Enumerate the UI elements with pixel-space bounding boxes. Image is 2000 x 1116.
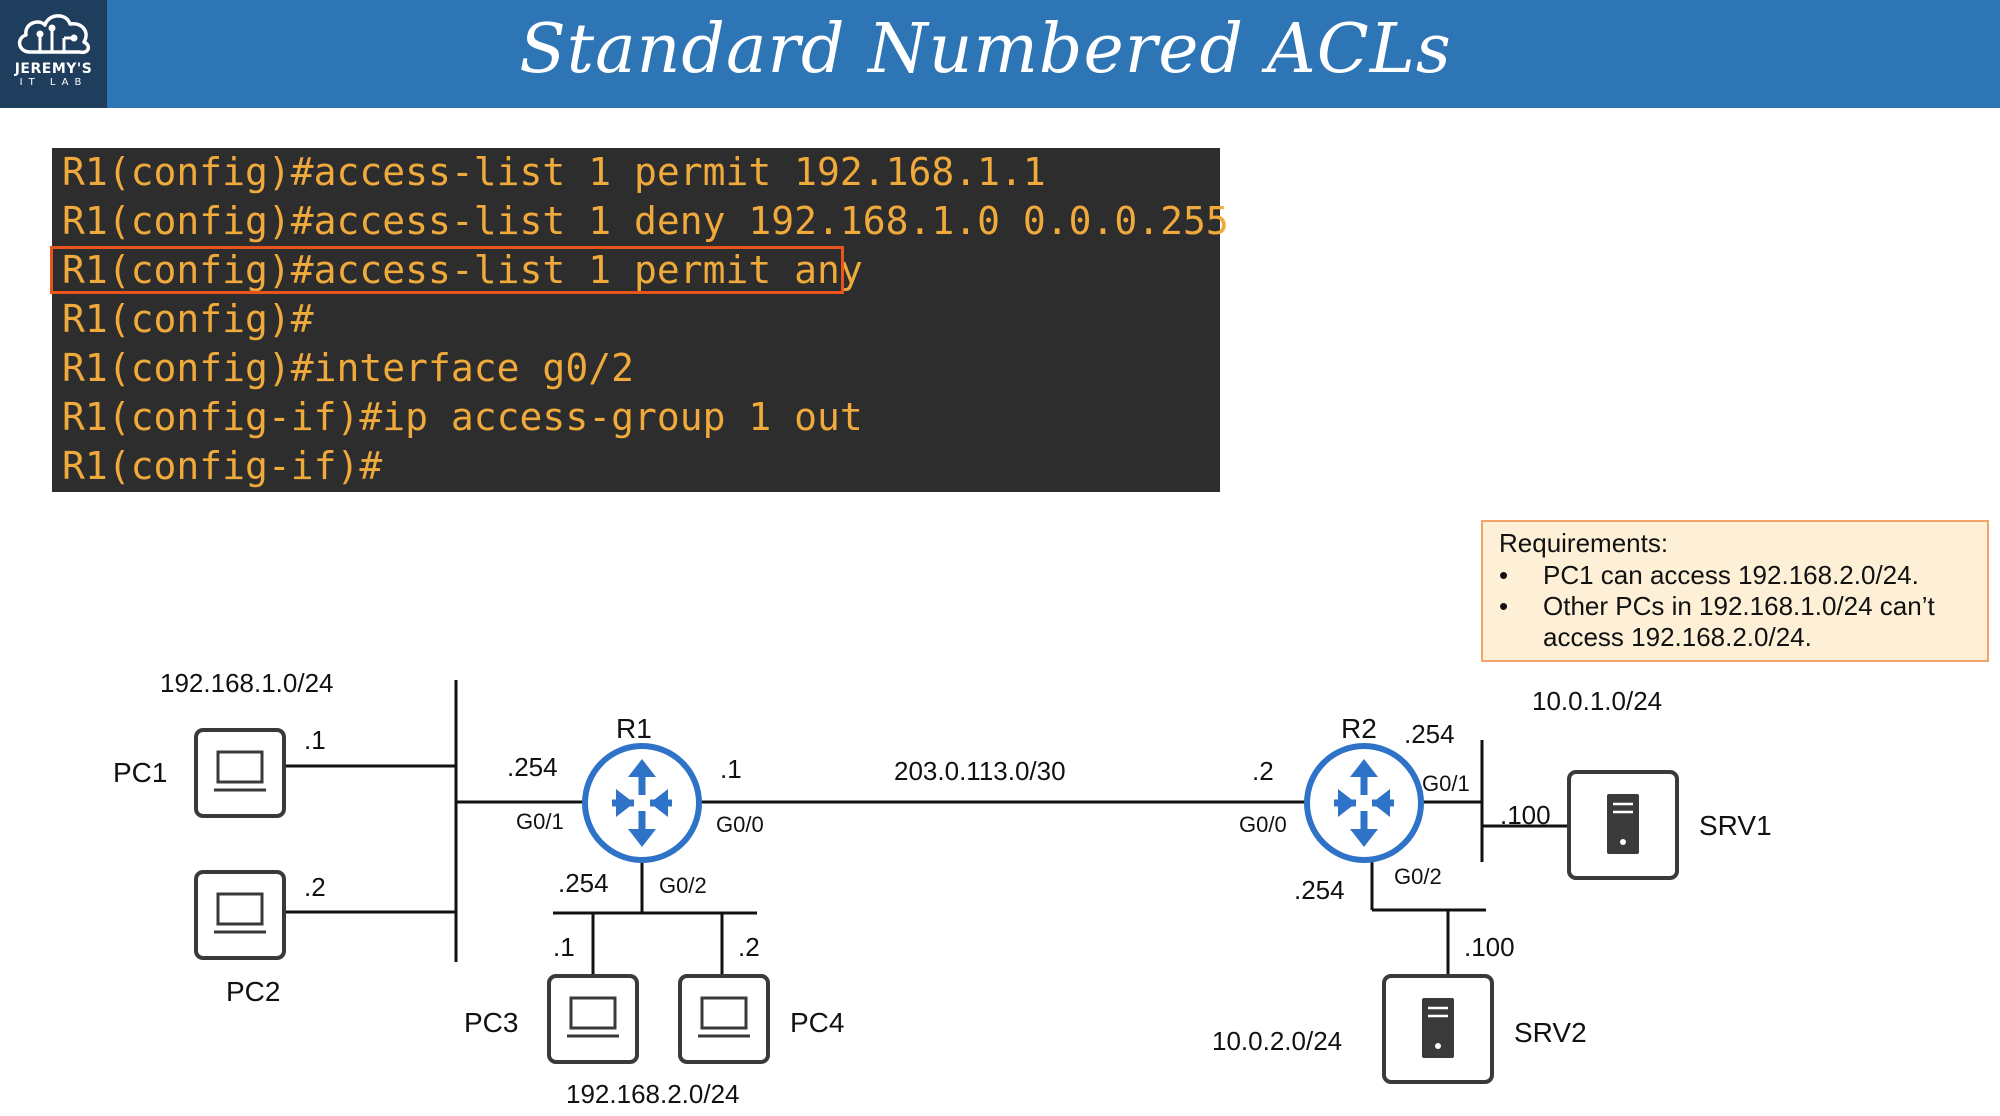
pc-monitor-icon: [194, 870, 286, 960]
requirements-title: Requirements:: [1499, 528, 1669, 558]
pc-monitor-icon: [678, 974, 770, 1064]
pc2-ip-label: .2: [304, 872, 326, 902]
cli-terminal: R1(config)#access-list 1 permit 192.168.…: [52, 148, 1229, 492]
cli-highlight-box: [50, 246, 844, 294]
cli-line: R1(config-if)#: [62, 444, 383, 488]
r1-g00-label: G0/0: [716, 812, 764, 837]
page-title: Standard Numbered ACLs: [519, 10, 1452, 89]
r1-g02-ip: .254: [558, 868, 609, 898]
pc2-label: PC2: [226, 976, 280, 1007]
srv2-network-label: 10.0.2.0/24: [1212, 1026, 1342, 1056]
r1-g02-label: G0/2: [659, 873, 707, 898]
pc3-ip-label: .1: [553, 932, 575, 962]
wan-network-label: 203.0.113.0/30: [894, 756, 1066, 786]
router-icon: [585, 746, 699, 860]
r2-g00-ip: .2: [1252, 756, 1274, 786]
cli-line: R1(config)#interface g0/2: [62, 346, 634, 390]
r2-g00-label: G0/0: [1239, 812, 1287, 837]
r1-g01-ip: .254: [507, 752, 558, 782]
srv2-label: SRV2: [1514, 1017, 1587, 1048]
cli-line: R1(config)#access-list 1 permit 192.168.…: [62, 150, 1046, 194]
cli-line: R1(config)#access-list 1 deny 192.168.1.…: [62, 199, 1229, 243]
bullet: •: [1499, 591, 1509, 621]
pc1-ip-label: .1: [304, 725, 326, 755]
r1-g01-label: G0/1: [516, 809, 564, 834]
title-bar: JEREMY'S IT LAB Standard Numbered ACLs: [0, 0, 2000, 108]
cli-line: R1(config-if)#ip access-group 1 out: [62, 395, 863, 439]
requirement-text: PC1 can access 192.168.2.0/24.: [1543, 560, 1919, 590]
pc3-label: PC3: [464, 1007, 518, 1038]
lan1-network-label: 192.168.1.0/24: [160, 668, 334, 698]
server-tower-icon: [1382, 974, 1494, 1084]
requirements-box: Requirements: • PC1 can access 192.168.2…: [1481, 520, 1989, 662]
r1-g00-ip: .1: [720, 754, 742, 784]
r1-label: R1: [616, 713, 652, 744]
srv2-ip-label: .100: [1464, 932, 1515, 962]
r2-g01-ip: .254: [1404, 719, 1455, 749]
requirement-text: Other PCs in 192.168.1.0/24 can’t access…: [1543, 591, 1935, 652]
pc4-ip-label: .2: [738, 932, 760, 962]
pc4-label: PC4: [790, 1007, 844, 1038]
pc1-label: PC1: [113, 757, 167, 788]
router-icon: [1307, 746, 1421, 860]
srv1-network-label: 10.0.1.0/24: [1532, 686, 1662, 716]
srv1-ip-label: .100: [1500, 800, 1551, 830]
lan2-network-label: 192.168.2.0/24: [566, 1079, 740, 1109]
srv1-label: SRV1: [1699, 810, 1772, 841]
logo-subtext: IT LAB: [19, 77, 88, 88]
logo-text: JEREMY'S: [14, 61, 93, 77]
pc-monitor-icon: [547, 974, 639, 1064]
cli-line: R1(config)#: [62, 297, 314, 341]
cli-line-highlighted: R1(config)#access-list 1 permit any: [62, 248, 863, 292]
r2-g02-label: G0/2: [1394, 864, 1442, 889]
cloud-circuit-icon: [17, 14, 91, 55]
r2-label: R2: [1341, 713, 1377, 744]
pc-monitor-icon: [194, 728, 286, 818]
r2-g01-label: G0/1: [1422, 771, 1470, 796]
bullet: •: [1499, 560, 1509, 590]
logo: JEREMY'S IT LAB: [0, 0, 107, 108]
server-tower-icon: [1567, 770, 1679, 880]
r2-g02-ip: .254: [1294, 875, 1345, 905]
